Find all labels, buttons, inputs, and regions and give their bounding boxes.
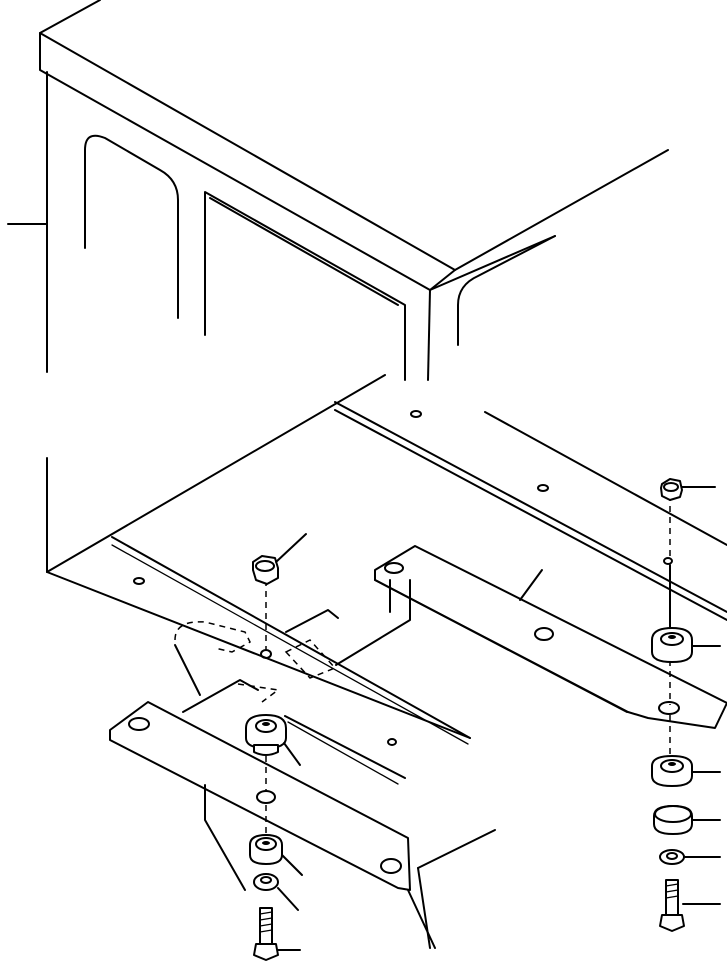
right-rubber-mount-middle — [651, 755, 721, 787]
right-fastener-stack — [651, 478, 721, 932]
right-hex-nut — [660, 478, 716, 501]
left-rubber-mount-lower — [249, 834, 303, 876]
right-washer — [659, 849, 721, 865]
left-bolt — [253, 907, 301, 961]
left-hex-nut — [252, 533, 307, 585]
right-rubber-mount-upper — [651, 627, 721, 663]
right-rubber-mount-lower — [653, 805, 721, 835]
rear-mount-bracket — [109, 621, 436, 949]
left-fastener-stack — [245, 533, 307, 961]
front-mount-bracket — [285, 545, 727, 729]
right-bolt — [659, 879, 721, 932]
left-washer — [253, 873, 299, 911]
left-rubber-mount-upper — [245, 714, 301, 766]
cab-box — [39, 0, 669, 739]
